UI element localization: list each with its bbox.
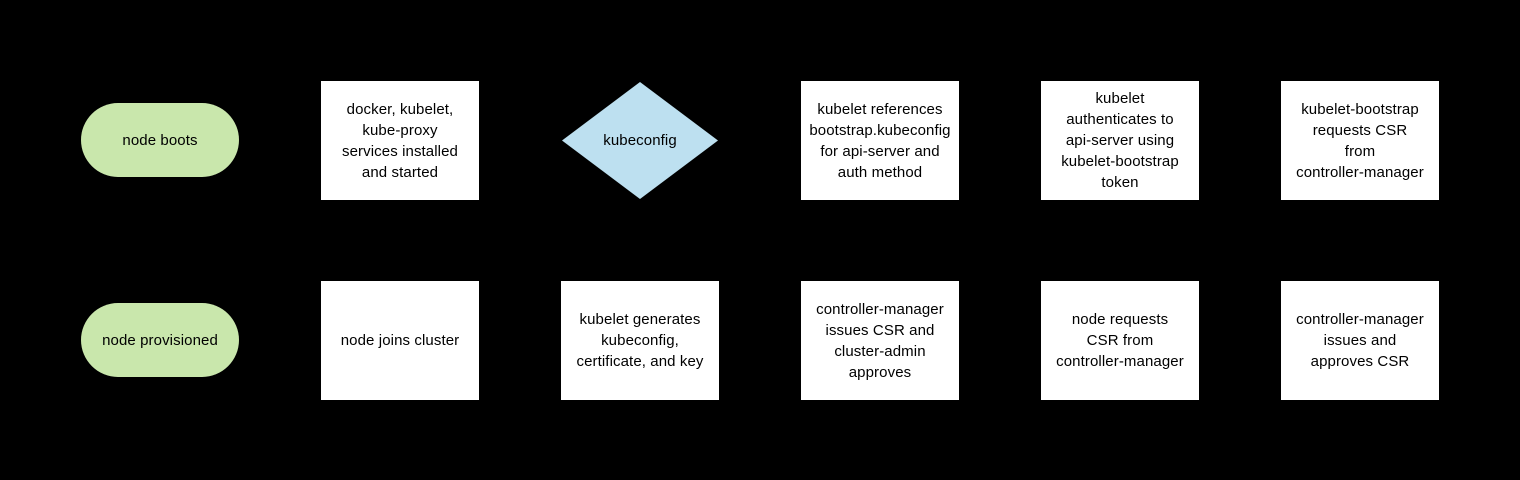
flow-node-kubeconfig-decision[interactable]: kubeconfig bbox=[562, 82, 718, 199]
flow-node-node-boots[interactable]: node boots bbox=[81, 103, 239, 177]
flow-node-kubelet-generates-kubeconfig[interactable]: kubelet generates kubeconfig, certificat… bbox=[561, 281, 719, 400]
flow-node-label: node boots bbox=[122, 131, 198, 149]
flow-node-label: controller-manager issues CSR and cluste… bbox=[816, 300, 944, 381]
flow-node-label: kubelet-bootstrap requests CSR from cont… bbox=[1296, 100, 1424, 181]
flow-node-services-installed[interactable]: docker, kubelet, kube-proxy services ins… bbox=[321, 81, 479, 200]
flow-node-controller-manager-issues-csr[interactable]: controller-manager issues CSR and cluste… bbox=[801, 281, 959, 400]
flow-node-kubelet-references-bootstrap[interactable]: kubelet references bootstrap.kubeconfig … bbox=[801, 81, 959, 200]
flow-node-label: controller-manager issues and approves C… bbox=[1296, 311, 1424, 370]
flow-node-label: node requests CSR from controller-manage… bbox=[1056, 311, 1184, 370]
flow-node-kubelet-bootstrap-requests-csr[interactable]: kubelet-bootstrap requests CSR from cont… bbox=[1281, 81, 1439, 200]
flow-node-node-requests-csr[interactable]: node requests CSR from controller-manage… bbox=[1041, 281, 1199, 400]
flow-node-label: node provisioned bbox=[102, 331, 218, 349]
flow-node-node-provisioned[interactable]: node provisioned bbox=[81, 303, 239, 377]
flow-node-label: kubelet references bootstrap.kubeconfig … bbox=[809, 100, 951, 181]
flow-node-controller-manager-approves-csr[interactable]: controller-manager issues and approves C… bbox=[1281, 281, 1439, 400]
flow-node-kubelet-authenticates[interactable]: kubelet authenticates to api-server usin… bbox=[1041, 81, 1199, 200]
flow-node-label: kubelet authenticates to api-server usin… bbox=[1061, 90, 1179, 191]
flow-node-label: kubeconfig bbox=[603, 132, 677, 149]
flow-node-label: docker, kubelet, kube-proxy services ins… bbox=[341, 100, 458, 181]
flow-node-node-joins-cluster[interactable]: node joins cluster bbox=[321, 281, 479, 400]
flow-node-label: kubelet generates kubeconfig, certificat… bbox=[576, 311, 704, 370]
flow-node-label: node joins cluster bbox=[340, 332, 460, 349]
